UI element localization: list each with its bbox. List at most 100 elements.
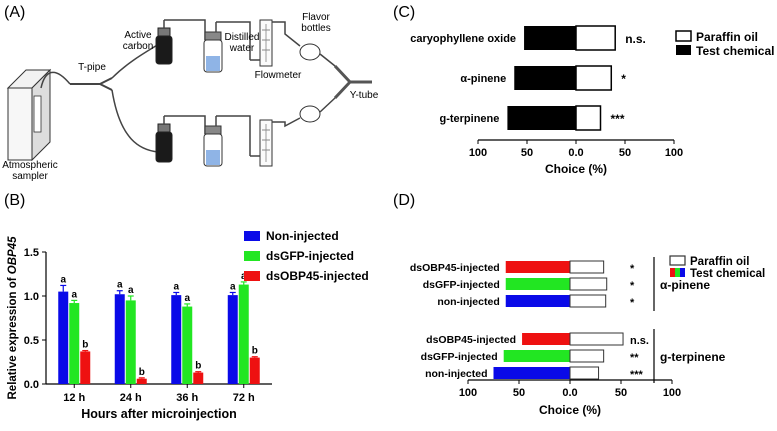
paraffin-oil-bar	[575, 105, 602, 131]
row-label: dsOBP45-injected	[410, 262, 500, 274]
apparatus-diagram: Atmospheric sampler T-pipe Active carbon…	[0, 0, 390, 190]
y-tick-label: 1.5	[24, 247, 39, 259]
significance-label: *	[630, 263, 635, 275]
x-tick-label: 50	[521, 147, 533, 159]
group-label: α-pinene	[660, 278, 710, 292]
x-tick-label: 100	[459, 387, 477, 399]
label-t-pipe: T-pipe	[78, 62, 106, 73]
flavor-bottle-upper	[299, 43, 336, 67]
significance-label: *	[630, 297, 635, 309]
significance-letter: a	[230, 281, 236, 292]
bar	[125, 300, 136, 384]
bar	[193, 372, 204, 384]
significance-letter: a	[117, 280, 123, 291]
apparatus-svg	[6, 19, 372, 167]
x-tick-label: 100	[665, 147, 683, 159]
legend-swatch-test-green	[675, 268, 680, 277]
legend-swatch-test-red	[670, 268, 675, 277]
bar	[238, 284, 249, 384]
x-axis-label: Choice (%)	[545, 162, 607, 176]
test-chemical-bar	[507, 106, 576, 130]
flowmeter-upper	[250, 19, 301, 67]
atmospheric-sampler-shape	[6, 68, 52, 162]
significance-letter: b	[195, 361, 201, 372]
x-tick-label: 100	[469, 147, 487, 159]
legend-label: dsGFP-injected	[266, 249, 354, 263]
group-label: g-terpinene	[660, 350, 726, 364]
test-chemical-bar	[505, 278, 570, 290]
legend-swatch-paraffin	[669, 255, 686, 266]
significance-letter: a	[60, 274, 66, 285]
significance-letter: a	[184, 293, 190, 304]
legend-swatch	[244, 251, 260, 261]
significance-label: **	[630, 352, 639, 364]
significance-label: *	[630, 280, 635, 292]
paraffin-oil-bar	[569, 349, 605, 363]
significance-letter: b	[252, 346, 258, 357]
t-pipe-shape	[70, 77, 113, 91]
bar	[69, 303, 80, 384]
test-chemical-bar	[505, 295, 570, 307]
row-label: dsGFP-injected	[421, 351, 498, 363]
significance-letter: a	[241, 271, 247, 282]
significance-label: ***	[611, 112, 625, 126]
panel-b-label: (B)	[4, 192, 26, 209]
legend-swatch	[244, 271, 260, 281]
water-bottle-lower	[203, 115, 251, 167]
x-tick-label: 72 h	[233, 392, 255, 404]
panel-c-label: (C)	[393, 4, 416, 21]
bar	[80, 351, 91, 384]
x-tick-label: 36 h	[176, 392, 198, 404]
legend-label: Paraffin oil	[696, 30, 758, 44]
label-active-carbon: Active carbon	[122, 30, 154, 52]
bar	[58, 291, 69, 384]
test-chemical-bar	[493, 367, 570, 379]
legend-label: Test chemical	[690, 268, 765, 280]
x-tick-label: 50	[619, 147, 631, 159]
paraffin-oil-bar	[569, 366, 600, 380]
bar	[227, 295, 238, 384]
label-flavor-bottles: Flavor bottles	[301, 12, 331, 34]
x-axis-label: Choice (%)	[539, 403, 601, 417]
test-chemical-bar	[503, 350, 570, 362]
water-bottle-upper	[203, 21, 251, 73]
paraffin-oil-bar	[575, 65, 613, 91]
significance-letter: a	[128, 285, 134, 296]
category-label: caryophyllene oxide	[410, 33, 516, 45]
label-distilled-water: Distilled water	[224, 32, 260, 54]
paraffin-oil-bar	[569, 294, 607, 308]
significance-letter: b	[82, 340, 88, 351]
test-chemical-bar	[514, 66, 576, 90]
x-tick-label: 24 h	[120, 392, 142, 404]
significance-letter: a	[173, 281, 179, 292]
row-label: dsGFP-injected	[423, 279, 500, 291]
panel-d-label: (D)	[393, 192, 416, 209]
bar	[171, 295, 182, 384]
bar	[114, 294, 125, 384]
test-chemical-bar	[505, 261, 570, 273]
legend-swatch-test-blue	[680, 268, 685, 277]
bar	[249, 357, 260, 384]
x-tick-label: 50	[615, 387, 627, 399]
legend-swatch-test	[676, 45, 691, 55]
test-chemical-bar	[524, 26, 576, 50]
paraffin-oil-bar	[575, 25, 616, 51]
active-carbon-upper	[155, 19, 206, 65]
category-label: g-terpinene	[439, 113, 499, 125]
significance-label: n.s.	[625, 32, 646, 46]
paraffin-oil-bar	[569, 277, 608, 291]
y-tube-shape	[333, 64, 372, 100]
significance-label: *	[621, 72, 626, 86]
x-axis-label: Hours after microinjection	[81, 407, 237, 421]
active-carbon-lower	[155, 115, 206, 163]
test-chemical-bar	[522, 333, 570, 345]
y-tick-label: 1.0	[24, 291, 39, 303]
paraffin-oil-bar	[569, 332, 624, 346]
x-tick-label: 0.0	[568, 147, 583, 159]
y-axis-label-text: Relative expression of	[7, 274, 19, 399]
